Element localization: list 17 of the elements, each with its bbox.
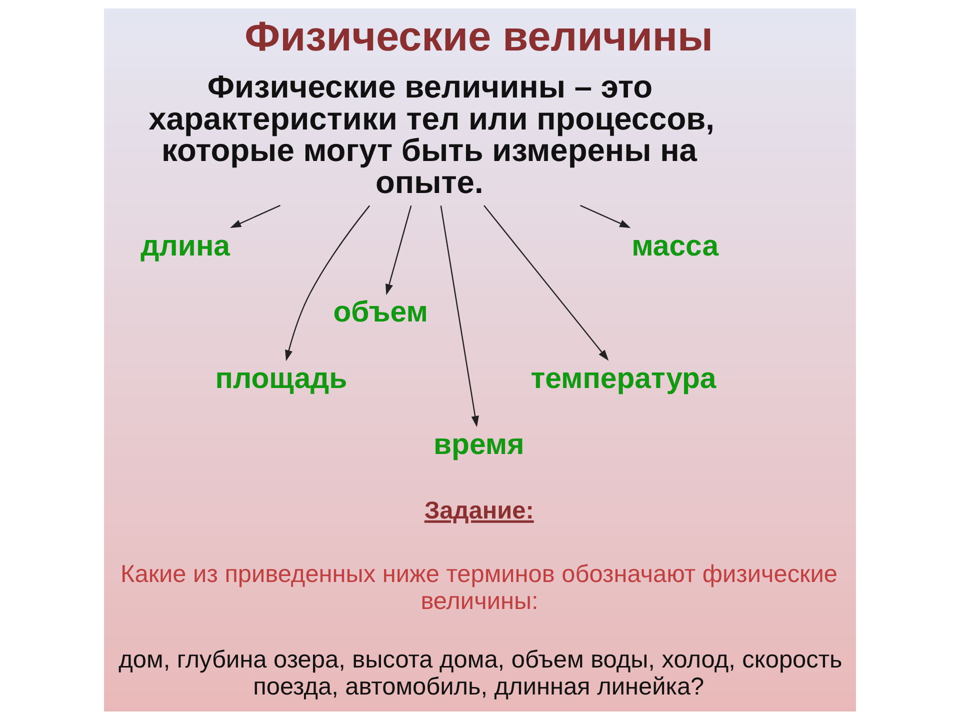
label: дом, глубина озера, высота дома, объем воды, холод, скорость поезда, автомобиль, длинная линейка?: [118, 646, 842, 700]
arrow: [230, 204, 280, 228]
arrow: [440, 206, 479, 428]
node-text: масса: [632, 230, 719, 263]
node-text: длина: [140, 230, 230, 263]
label: Какие из приведенных ниже терминов обозначают физические величины:: [120, 560, 838, 615]
node-text: Физические величины – это характеристики тел или процессов, которые могут быть измерены на опыте.: [148, 68, 715, 200]
node-text: площадь: [215, 362, 348, 395]
arrow: [580, 204, 631, 228]
node-text: время: [434, 428, 524, 461]
arrow: [285, 205, 370, 362]
node-text: объем: [333, 296, 428, 329]
label: Задание:: [424, 497, 534, 524]
diagram-title: Физические величины: [244, 12, 714, 60]
node-text: температура: [530, 362, 716, 395]
arrow: [385, 205, 412, 296]
arrow: [484, 205, 609, 361]
